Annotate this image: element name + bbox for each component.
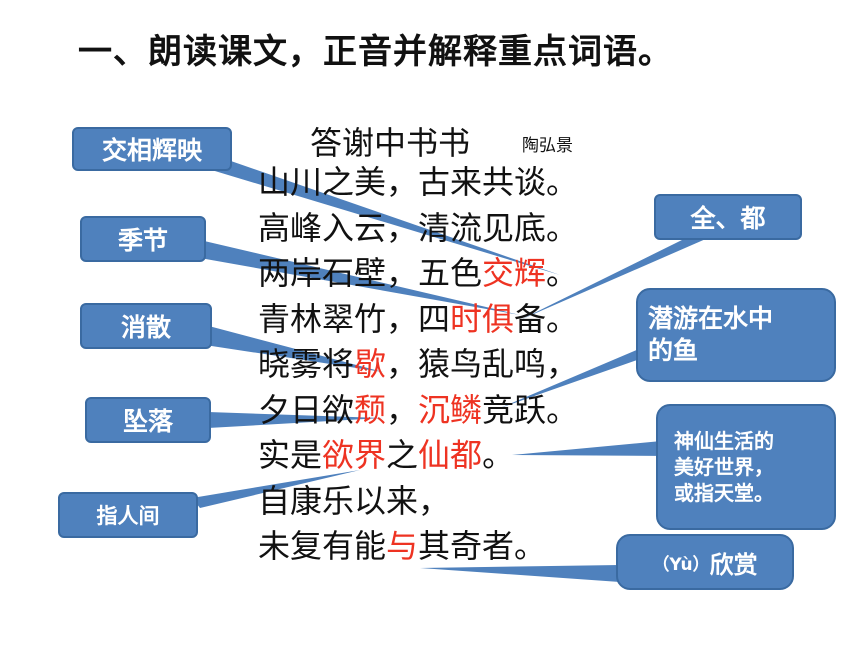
note-jijie: 季节 [80, 216, 206, 262]
highlighted-word: 颓 [354, 390, 387, 429]
note-qianyou: 潜游在水中 的鱼 [636, 288, 836, 382]
poem-line: 自康乐以来， [258, 481, 450, 521]
page-heading: 一、朗读课文，正音并解释重点词语。 [78, 32, 673, 72]
note-shenxian-line-2: 美好世界， [674, 455, 774, 479]
poem-text: 。 [482, 436, 515, 474]
highlighted-word: 仙都 [418, 436, 483, 474]
poem-text: 未复有能 [258, 527, 387, 565]
note-quandou: 全、都 [654, 194, 802, 240]
pointer-zhuiluo [208, 412, 383, 428]
poem-text: 晓雾将 [258, 345, 355, 383]
highlighted-word: 交辉 [482, 254, 547, 292]
poem-text: 自康乐以来， [258, 481, 451, 520]
note-qianyou-line-1: 潜游在水中 [648, 303, 774, 333]
poem-text: 高峰入云，清流见底。 [258, 208, 579, 247]
highlighted-word: 欲界 [322, 436, 387, 474]
poem-text: 夕日欲 [258, 390, 355, 429]
note-xinshang-text: 欣赏 [709, 550, 758, 579]
poem-text: 实是 [258, 436, 323, 474]
poem-text: 山川之美，古来共谈。 [258, 163, 579, 201]
poem-line: 青林翠竹，四时俱备。 [258, 299, 578, 339]
poem-line: 高峰入云，清流见底。 [258, 208, 578, 248]
pointer-xinshang [420, 565, 620, 582]
poem-line: 两岸石壁，五色交辉。 [258, 253, 578, 293]
poem-text: 之 [386, 436, 419, 474]
note-qianyou-line-2: 的鱼 [648, 336, 699, 365]
pointer-quandou [520, 238, 708, 320]
poem-author: 陶弘景 [522, 136, 573, 156]
note-jiaohui: 交相辉映 [72, 127, 232, 171]
poem-line: 实是欲界之仙都。 [258, 435, 514, 475]
note-shenxian: 神仙生活的 美好世界， 或指天堂。 [656, 404, 836, 530]
note-xiaosan: 消散 [80, 303, 212, 349]
poem-line: 山川之美，古来共谈。 [258, 162, 578, 202]
note-zhirenjian: 指人间 [58, 492, 198, 538]
note-shenxian-line-1: 神仙生活的 [674, 429, 774, 453]
poem-title: 答谢中书书 [310, 124, 471, 162]
poem-text: 两岸石壁，五色 [258, 254, 483, 292]
poem-text: 备。 [514, 299, 579, 338]
pointer-qianyou [500, 340, 680, 408]
poem-text: 竞跃。 [482, 390, 579, 429]
highlighted-word: 时俱 [450, 299, 515, 338]
pointer-zhirenjian [192, 470, 360, 508]
highlighted-word: 与 [386, 527, 419, 565]
poem-text: 。 [546, 254, 579, 292]
pointer-jijie [200, 240, 520, 315]
poem-text: 其奇者。 [418, 527, 547, 565]
poem-text: 青林翠竹，四 [258, 299, 451, 338]
pointer-shenxian [512, 440, 672, 456]
poem-line: 未复有能与其奇者。 [258, 526, 546, 566]
pointer-jiaohui [195, 160, 560, 275]
highlighted-word: 沉鳞 [418, 390, 483, 429]
note-xinshang-pinyin: （Yù） [652, 554, 710, 575]
poem-line: 夕日欲颓，沉鳞竞跃。 [258, 390, 578, 430]
highlighted-word: 歇 [354, 345, 387, 383]
note-shenxian-line-3: 或指天堂。 [674, 481, 774, 505]
poem-text: ，猿鸟乱鸣， [386, 345, 579, 383]
poem-line: 晓雾将歇，猿鸟乱鸣， [258, 344, 578, 384]
note-xinshang: （Yù）欣赏 [616, 534, 794, 590]
pointer-xiaosan [205, 325, 383, 372]
poem-text: ， [386, 390, 419, 429]
note-zhuiluo: 坠落 [85, 397, 211, 443]
